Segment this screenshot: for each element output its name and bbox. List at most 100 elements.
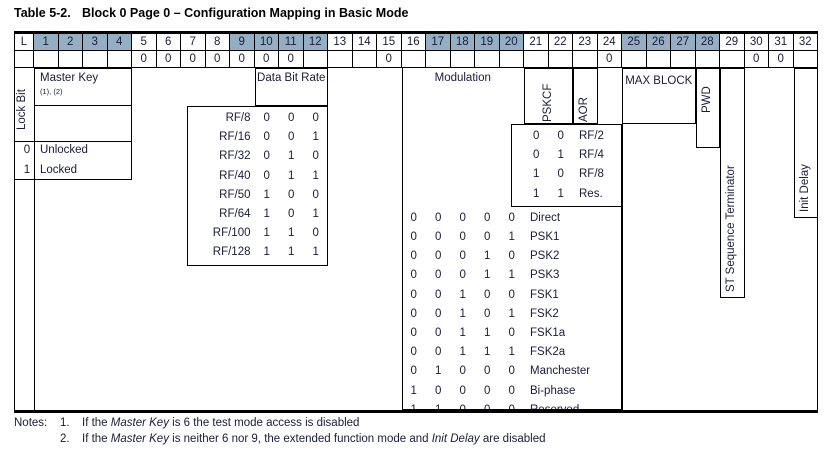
default-cell-4 — [107, 51, 132, 68]
pskcf-bit: 1 — [533, 168, 540, 181]
note-text: If the Master Key is 6 the test mode acc… — [82, 417, 360, 429]
default-cell-24: 0 — [597, 51, 622, 68]
header-cell-6: 6 — [156, 34, 181, 51]
lock-bit-meaning-0: Unlocked — [40, 144, 88, 156]
header-cell-12: 12 — [303, 34, 328, 51]
modulation-bit: 0 — [435, 211, 442, 224]
header-cell-19: 19 — [475, 34, 500, 51]
default-cell-30: 0 — [744, 51, 769, 68]
header-cell-11: 11 — [279, 34, 304, 51]
default-cell-2 — [58, 51, 83, 68]
master-key-footnote-refs: (1), (2) — [40, 87, 63, 96]
pskcf-bit: 0 — [557, 130, 564, 142]
default-cell-1 — [34, 51, 59, 68]
modulation-value: FSK2 — [530, 307, 559, 320]
header-cell-14: 14 — [352, 34, 377, 51]
modulation-bit: 0 — [508, 288, 515, 301]
modulation-bit: 0 — [410, 231, 417, 243]
default-cell-13 — [328, 51, 353, 68]
header-cell-30: 30 — [744, 34, 769, 51]
data-bit-rate-bit: 1 — [312, 208, 319, 220]
init-delay-box — [793, 68, 818, 218]
lock-bit-value-1: 1 — [23, 163, 31, 176]
modulation-bit: 1 — [459, 307, 466, 320]
default-cell-20 — [499, 51, 524, 68]
data-bit-rate-bit: 0 — [312, 188, 319, 201]
header-cell-20: 20 — [499, 34, 524, 51]
data-bit-rate-bit: 0 — [288, 131, 295, 144]
pskcf-header-box — [524, 68, 573, 124]
table-title: Block 0 Page 0 – Configuration Mapping i… — [82, 6, 409, 20]
header-cell-28: 28 — [695, 34, 720, 51]
header-cell-26: 26 — [646, 34, 671, 51]
table-caption: Table 5-2.Block 0 Page 0 – Configuration… — [14, 6, 408, 20]
table-right-border — [817, 68, 818, 410]
default-cell-12 — [303, 51, 328, 68]
modulation-label: Modulation — [434, 72, 491, 84]
lock-bit-meaning-1: Locked — [40, 163, 78, 176]
modulation-bit: 1 — [435, 365, 442, 378]
header-cell-22: 22 — [548, 34, 573, 51]
data-bit-rate-bit: 1 — [263, 246, 270, 259]
st-sequence-terminator-box — [720, 68, 745, 298]
data-bit-rate-bit: 0 — [288, 112, 295, 124]
header-cell-23: 23 — [573, 34, 598, 51]
modulation-bit: 0 — [459, 231, 466, 243]
modulation-bit: 0 — [508, 327, 515, 339]
header-cell-17: 17 — [426, 34, 451, 51]
modulation-bit: 0 — [435, 307, 442, 320]
header-cell-9: 9 — [230, 34, 255, 51]
data-bit-rate-bit: 0 — [263, 169, 270, 182]
modulation-value: FSK1a — [530, 327, 566, 339]
master-key-box — [34, 68, 132, 106]
modulation-bit: 0 — [410, 365, 417, 378]
modulation-value: FSK2a — [530, 346, 566, 359]
modulation-bit: 0 — [459, 269, 466, 282]
pskcf-value: RF/8 — [579, 168, 604, 181]
aor-vertical-label: AOR — [578, 97, 591, 122]
aor-header-box — [573, 68, 598, 124]
default-cell-17 — [426, 51, 451, 68]
modulation-bit: 0 — [508, 211, 515, 224]
modulation-left-border — [401, 68, 403, 410]
table-bottom-rule — [14, 410, 818, 413]
header-cell-lock: L — [14, 34, 34, 51]
default-cell-31: 0 — [769, 51, 794, 68]
modulation-bit: 0 — [484, 288, 491, 301]
default-cell-25 — [622, 51, 647, 68]
default-cell-21 — [524, 51, 549, 68]
modulation-value: PSK3 — [530, 269, 560, 282]
header-cell-25: 25 — [622, 34, 647, 51]
pskcf-value: Res. — [579, 187, 603, 200]
header-cell-16: 16 — [401, 34, 426, 51]
data-bit-rate-table-box — [187, 106, 328, 266]
table-top-rule — [14, 31, 818, 34]
default-cell-14 — [352, 51, 377, 68]
modulation-bit: 0 — [410, 346, 417, 359]
modulation-bit: 0 — [508, 384, 515, 397]
default-cell-9: 0 — [230, 51, 255, 68]
modulation-value: Direct — [530, 211, 561, 224]
header-cell-4: 4 — [107, 34, 132, 51]
default-cell-5: 0 — [132, 51, 157, 68]
pwd-vertical-label: PWD — [700, 86, 713, 113]
data-bit-rate-name: RF/128 — [212, 246, 251, 259]
modulation-bit: 0 — [484, 384, 491, 397]
data-bit-rate-bit: 1 — [288, 227, 295, 240]
header-cell-1: 1 — [34, 34, 59, 51]
header-cell-2: 2 — [58, 34, 83, 51]
data-bit-rate-bit: 1 — [263, 188, 270, 201]
default-cell-8: 0 — [205, 51, 230, 68]
modulation-bit: 1 — [508, 307, 515, 320]
data-bit-rate-name: RF/8 — [225, 112, 251, 124]
modulation-bit: 0 — [484, 307, 491, 320]
data-bit-rate-bit: 0 — [288, 208, 295, 220]
data-bit-rate-bit: 0 — [263, 131, 270, 144]
header-cell-27: 27 — [671, 34, 696, 51]
max-block-box — [622, 68, 696, 124]
modulation-bit: 0 — [484, 211, 491, 224]
